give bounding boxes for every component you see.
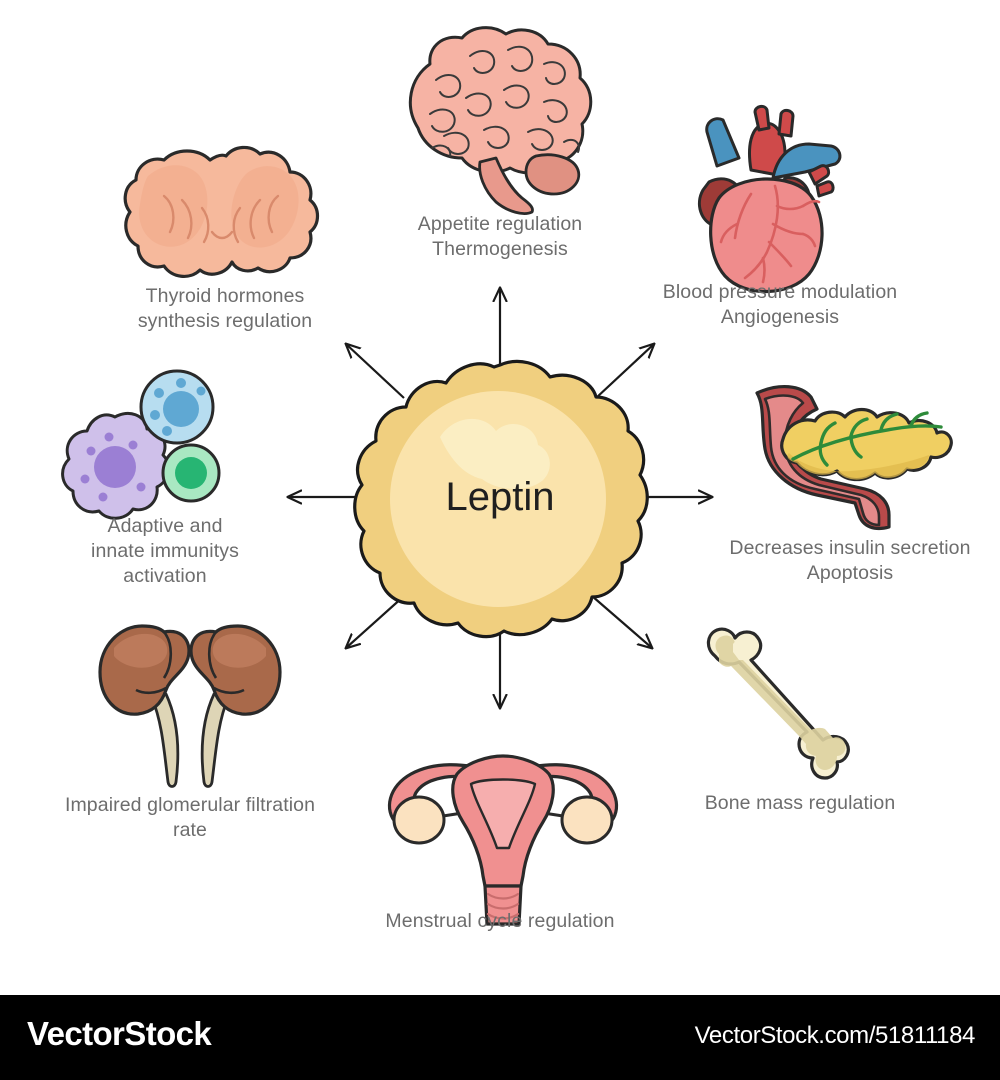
granulocyte-cell-icon bbox=[161, 443, 221, 503]
thyroid-icon bbox=[123, 145, 320, 278]
monocyte-cell-icon bbox=[139, 369, 215, 445]
arrow-northwest bbox=[346, 344, 405, 399]
kidneys-icon bbox=[98, 624, 282, 788]
immune-cells-icon bbox=[61, 369, 221, 520]
arrow-southeast bbox=[591, 595, 652, 648]
center-label: Leptin bbox=[445, 475, 555, 519]
arrow-southwest bbox=[346, 595, 405, 648]
leptin-diagram-graphic bbox=[61, 26, 953, 926]
heart-icon bbox=[698, 104, 842, 294]
diagram-canvas: Leptin Appetite regulation Thermogenesis… bbox=[61, 26, 971, 932]
vectorstock-url: VectorStock.com/51811184 bbox=[694, 1022, 976, 1049]
bone-icon bbox=[706, 627, 850, 780]
center-fat-cell-icon bbox=[353, 359, 649, 639]
brain-icon bbox=[408, 26, 593, 215]
pancreas-icon bbox=[755, 385, 953, 531]
vectorstock-logo: VectorStock bbox=[27, 1015, 212, 1052]
arrow-northeast bbox=[595, 344, 654, 399]
watermark-footer: VectorStock VectorStock.com/51811184 bbox=[0, 995, 1000, 1080]
uterus-icon bbox=[387, 754, 619, 926]
